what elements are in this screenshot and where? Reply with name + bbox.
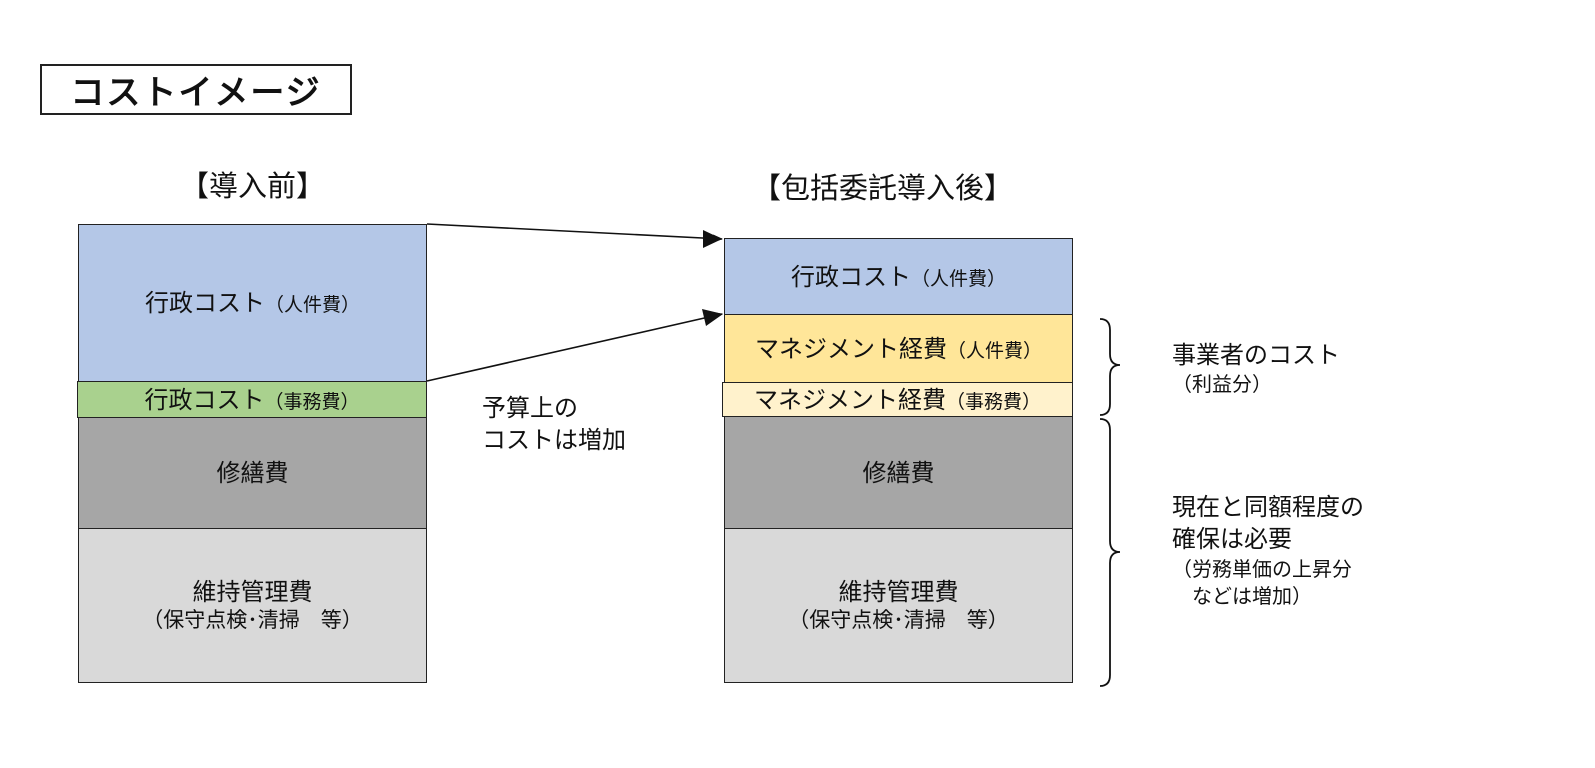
segment-sublabel: （保守点検･清掃 等） — [142, 608, 363, 633]
segment-paren: （人件費） — [946, 339, 1042, 362]
existing-note-line2: 確保は必要 — [1172, 525, 1292, 554]
existing-cost-note: 現在と同額程度の 確保は必要 （労務単価の上昇分 などは増加） — [1172, 491, 1364, 610]
after-heading: 【包括委託導入後】 — [752, 171, 1014, 205]
budget-note-line1: 予算上の — [482, 394, 578, 422]
segment-label: 行政コスト — [144, 289, 265, 317]
segment-label: 行政コスト — [144, 385, 265, 414]
after-repair-block: 修繕費 — [724, 416, 1073, 529]
operator-cost-note: 事業者のコスト （利益分） — [1172, 339, 1340, 398]
segment-label: 行政コスト — [790, 262, 911, 291]
arrow-top-head — [703, 230, 722, 248]
after-mgmt-personnel-block: マネジメント経費（人件費） — [724, 314, 1073, 383]
after-admin-personnel-block: 行政コスト（人件費） — [724, 238, 1073, 315]
segment-label: 維持管理費 — [838, 578, 959, 607]
segment-label: 維持管理費 — [192, 578, 313, 607]
brace-operator-cost — [1099, 318, 1121, 416]
segment-label: 修繕費 — [216, 459, 289, 487]
existing-note-line1: 現在と同額程度の — [1172, 493, 1364, 521]
arrow-top — [426, 223, 723, 243]
segment-paren: （人件費） — [264, 294, 360, 316]
segment-label: 修繕費 — [862, 458, 935, 487]
segment-label: マネジメント経費 — [754, 334, 947, 363]
brace-existing-cost — [1099, 418, 1121, 687]
arrow-bottom — [426, 312, 723, 382]
operator-note-line1: 事業者のコスト — [1172, 341, 1340, 369]
segment-paren: （事務費） — [945, 390, 1041, 413]
after-mgmt-office-block: マネジメント経費（事務費） — [722, 382, 1073, 417]
existing-note-line4: などは増加） — [1172, 583, 1312, 608]
budget-increase-note: 予算上の コストは増加 — [482, 392, 626, 457]
arrow-bottom-head — [702, 309, 723, 326]
segment-label: マネジメント経費 — [753, 385, 946, 414]
segment-sublabel: （保守点検･清掃 等） — [788, 608, 1009, 633]
before-maintenance-block: 維持管理費 （保守点検･清掃 等） — [78, 528, 427, 683]
diagram-title: コストイメージ — [40, 64, 352, 115]
before-repair-block: 修繕費 — [78, 417, 427, 529]
operator-note-line2: （利益分） — [1172, 372, 1272, 397]
after-maintenance-block: 維持管理費 （保守点検･清掃 等） — [724, 528, 1073, 683]
before-admin-office-block: 行政コスト（事務費） — [77, 381, 427, 418]
before-admin-personnel-block: 行政コスト（人件費） — [78, 224, 427, 382]
segment-paren: （人件費） — [910, 267, 1006, 290]
segment-paren: （事務費） — [264, 390, 360, 413]
budget-note-line2: コストは増加 — [482, 426, 626, 455]
existing-note-line3: （労務単価の上昇分 — [1172, 556, 1352, 581]
before-heading: 【導入前】 — [180, 169, 326, 203]
